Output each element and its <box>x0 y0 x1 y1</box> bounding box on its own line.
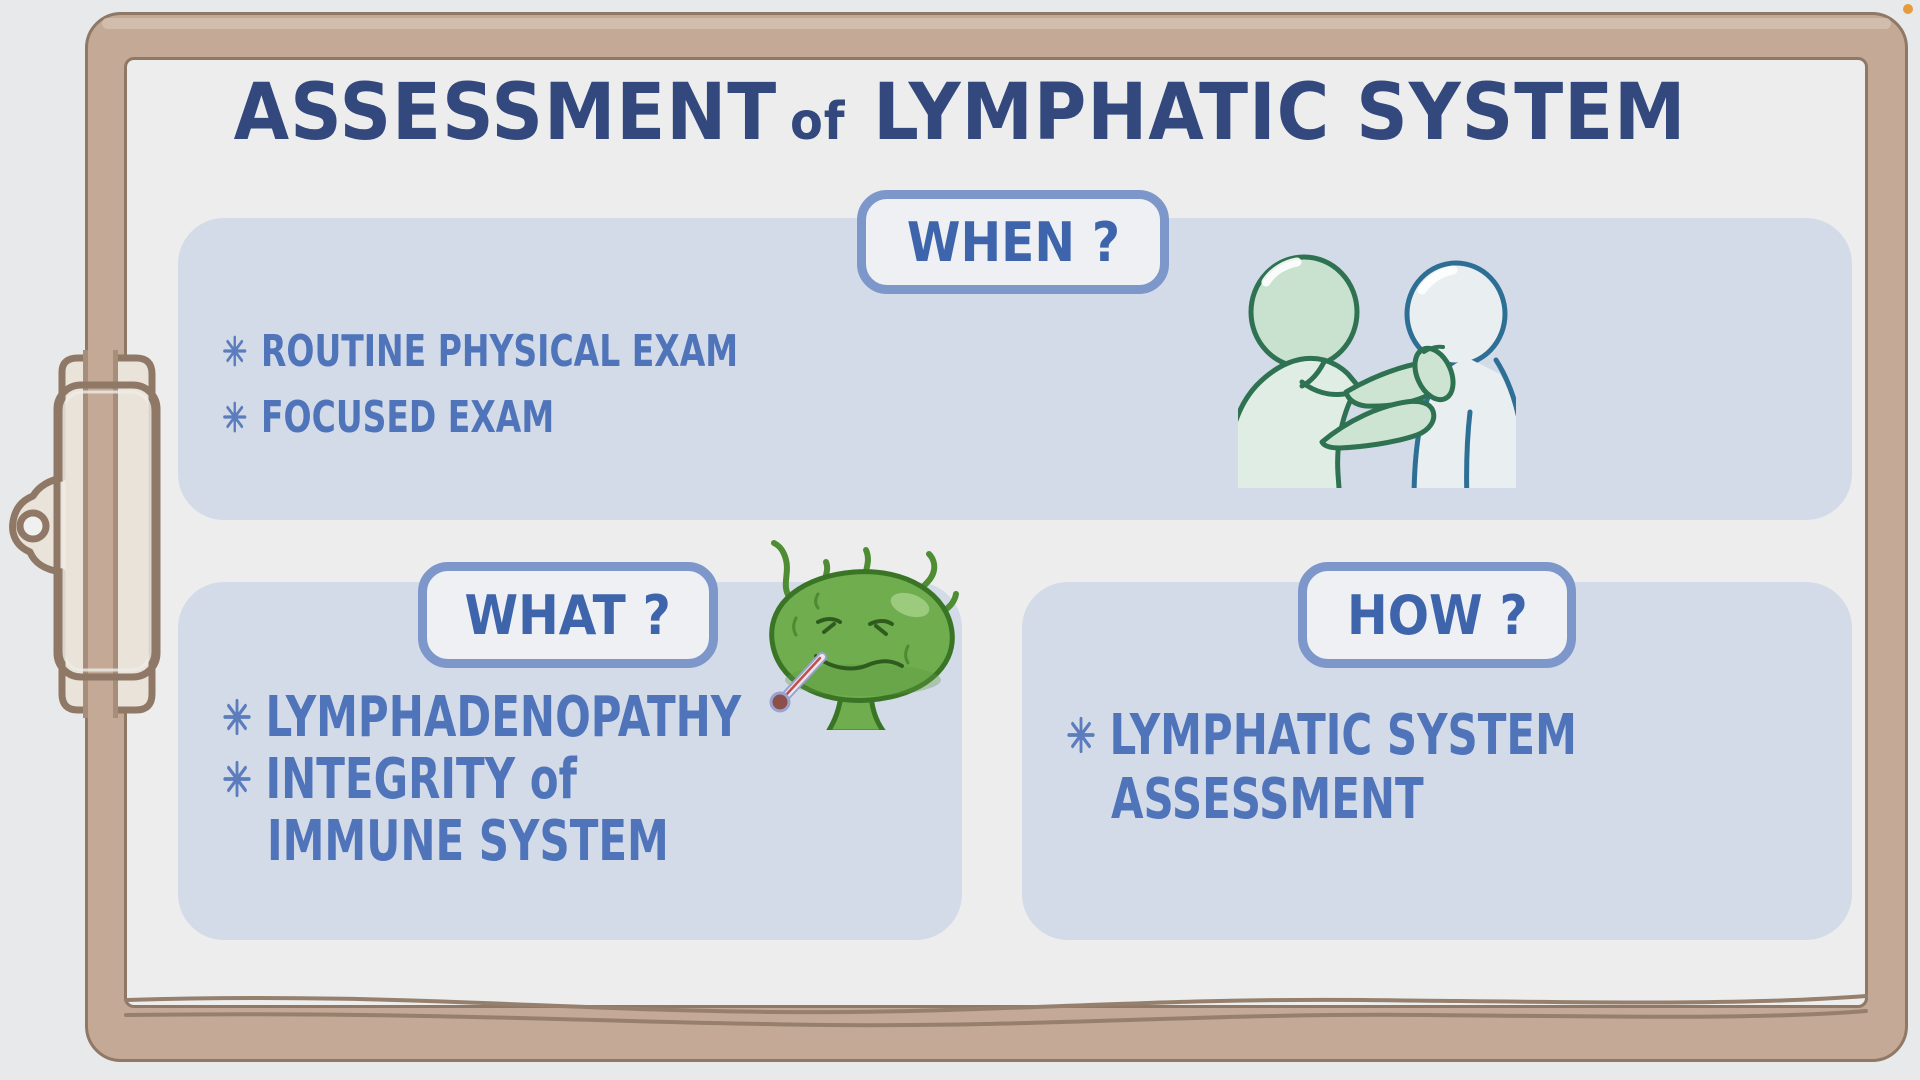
asterisk-bullet-icon <box>222 697 252 737</box>
when-badge: WHEN ? <box>857 190 1169 294</box>
bullet-continuation-line: ASSESSMENT <box>1066 766 1577 832</box>
bullet-text: LYMPHADENOPATHY <box>265 684 742 750</box>
bullet-text: FOCUSED EXAM <box>261 391 555 443</box>
clinician-examining-patient-illustration <box>1238 242 1516 488</box>
title-part-of: of <box>789 92 846 152</box>
what-badge-label: WHAT ? <box>464 583 672 647</box>
asterisk-bullet-icon <box>222 759 252 799</box>
orange-dot <box>1903 4 1913 14</box>
when-bullet-list: ROUTINE PHYSICAL EXAM FOCUSED EXAM <box>222 318 738 450</box>
title-part-2: LYMPHATIC SYSTEM <box>873 68 1687 158</box>
bullet-line: LYMPHATIC SYSTEM <box>1066 702 1577 768</box>
what-bullet-list: LYMPHADENOPATHY INTEGRITY of IMMUNE SYST… <box>222 684 742 874</box>
bullet-text: LYMPHATIC SYSTEM <box>1109 702 1577 768</box>
asterisk-bullet-icon <box>1066 715 1096 755</box>
bullet-line: FOCUSED EXAM <box>222 384 738 450</box>
asterisk-bullet-icon <box>222 400 248 434</box>
bullet-text: ROUTINE PHYSICAL EXAM <box>261 325 739 377</box>
what-badge: WHAT ? <box>418 562 718 668</box>
asterisk-bullet-icon <box>222 334 248 368</box>
title-part-1: ASSESSMENT <box>233 68 778 158</box>
how-badge-label: HOW ? <box>1346 583 1528 647</box>
bullet-text: INTEGRITY of <box>265 746 577 812</box>
bullet-line: LYMPHADENOPATHY <box>222 684 742 750</box>
bullet-line: INTEGRITY of <box>222 746 741 812</box>
bullet-text: ASSESSMENT <box>1111 766 1424 832</box>
bullet-line: ROUTINE PHYSICAL EXAM <box>222 318 738 384</box>
bullet-continuation-line: IMMUNE SYSTEM <box>222 808 741 874</box>
sick-lymph-node-illustration <box>758 528 970 735</box>
paper-bottom-edge-lines <box>124 994 1868 1028</box>
clipboard-clip <box>6 350 174 718</box>
when-badge-label: WHEN ? <box>906 210 1120 274</box>
how-badge: HOW ? <box>1298 562 1576 668</box>
how-bullet-list: LYMPHATIC SYSTEM ASSESSMENT <box>1066 702 1577 832</box>
bullet-text: IMMUNE SYSTEM <box>267 808 669 874</box>
clipboard-top-sheen <box>102 18 1891 29</box>
